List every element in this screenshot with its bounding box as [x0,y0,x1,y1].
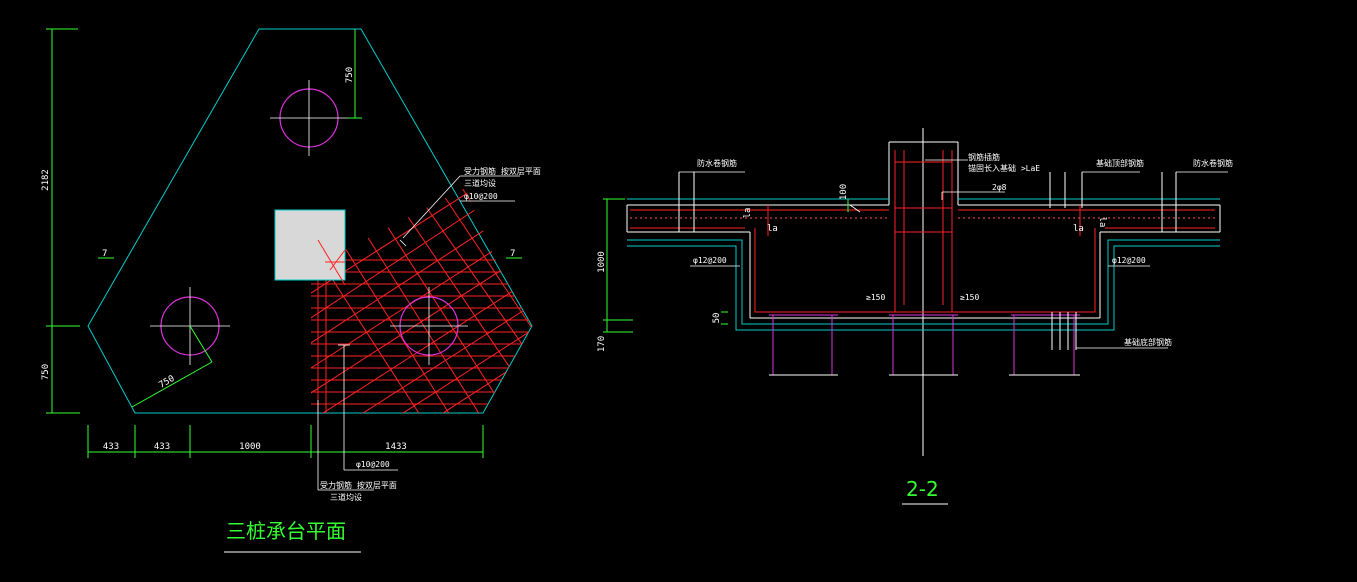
label-la-left: la [767,224,778,234]
label-seven-right: 7 [510,249,515,259]
plan-note-top-3: φ10@200 [464,192,498,201]
left-dimension [46,28,80,414]
rebar-label-right: φ12@200 [1112,256,1146,265]
section-column [888,128,959,456]
column-square [274,209,346,281]
section-leaders [679,159,1228,349]
top-right-dimension [348,29,362,119]
dim-bottom-1: 433 [103,442,119,452]
plan-title: 三桩承台平面 [226,519,346,543]
label-foundation-top: 基础顶部钢筋 [1096,158,1144,168]
dim-total-height: 2182 [41,169,51,191]
rebar-label-left: φ12@200 [693,256,727,265]
section-left-dims [603,198,849,333]
pile-top [270,80,348,156]
pile-bottom-right [390,287,468,365]
dim-top-right: 750 [345,67,355,83]
section-rebar [630,150,1215,313]
plan-leader-bottom [317,344,398,491]
label-la-right: la [1073,224,1084,234]
label-2phi8: 2φ8 [992,183,1007,192]
plan-view: 2182 750 750 750 7 7 433 433 1000 1433 [41,28,541,553]
section-anchor-marks [678,172,1177,350]
dim-50: 50 [712,313,722,324]
dim-pile-radius: 750 [157,374,176,391]
label-waterproof-left: 防水卷钢筋 [697,158,737,168]
label-la-top-left: la [743,208,753,219]
plan-leader-top [399,175,520,247]
plan-note-top-1: 受力钢筋 按双层平面 [464,166,541,176]
label-waterproof-right: 防水卷钢筋 [1193,158,1233,168]
dim-bottom-4: 1433 [385,442,407,452]
dim-100: 100 [839,184,849,200]
dim-left-bottom: 750 [41,364,51,380]
pile-cap-outline [87,28,533,414]
ge150-left: ≥150 [866,293,885,302]
section-view: 1000 170 50 100 防水卷钢筋 钢筋插筋 锚固长入基础 >LaE 2… [597,128,1233,505]
label-seven-left: 7 [102,249,107,259]
section-title: 2-2 [906,477,939,501]
label-column-2: 锚固长入基础 >LaE [968,163,1040,173]
plan-note-bottom-3: 三道均设 [330,492,362,502]
plan-note-top-2: 三道均设 [464,178,496,188]
ge150-right: ≥150 [960,293,979,302]
plan-note-bottom-2: 受力钢筋 按双层平面 [320,480,397,490]
label-column: 钢筋插筋 [968,152,1000,162]
section-slab [626,204,1221,319]
bottom-dimension-chain [87,425,484,458]
dim-bottom-2: 433 [154,442,170,452]
label-foundation-bottom: 基础底部钢筋 [1124,337,1172,347]
dim-170: 170 [597,336,607,352]
label-la-top-right: la [1097,217,1107,228]
dim-bottom-3: 1000 [239,442,261,452]
column-rebar-lines [317,239,346,286]
plan-note-bottom-1: φ10@200 [356,460,390,469]
dim-1000: 1000 [597,251,607,273]
